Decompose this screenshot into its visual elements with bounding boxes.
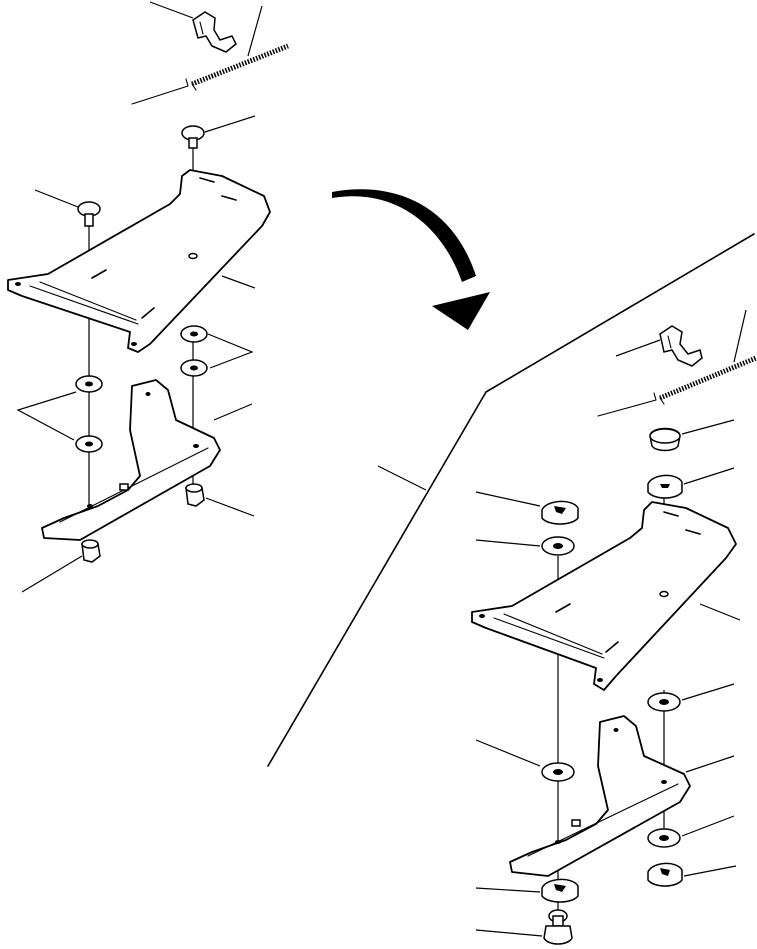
- right-lower-bracket: [509, 715, 735, 877]
- left-assembly: [7, 1, 289, 593]
- right-left-clip: [475, 491, 579, 525]
- left-control-cable: [131, 5, 289, 105]
- right-assembly: [471, 309, 757, 945]
- right-control-cable: [597, 309, 757, 417]
- left-side-pin: [34, 189, 101, 510]
- left-cable-clip: [149, 1, 237, 53]
- left-upper-plate: [7, 169, 271, 353]
- left-nut-left: [21, 539, 101, 593]
- right-right-clip-lower: [647, 862, 737, 887]
- view-divider: [267, 233, 755, 767]
- left-washer-pair-right: [180, 325, 254, 500]
- right-right-washer-upper: [647, 683, 735, 830]
- right-bottom-pin: [475, 909, 573, 945]
- left-lower-bracket: [41, 379, 253, 541]
- right-top-pin: [649, 419, 735, 452]
- right-left-clip-lower: [475, 878, 579, 903]
- left-nut-right: [185, 483, 255, 517]
- right-cable-clip: [615, 325, 703, 367]
- right-top-clip: [647, 467, 735, 499]
- right-left-washer-lower: [475, 739, 575, 782]
- left-washer-pair-left: [16, 375, 103, 453]
- right-right-washer-lower: [647, 815, 735, 848]
- right-upper-plate: [471, 498, 741, 691]
- transition-arrow: [332, 189, 490, 330]
